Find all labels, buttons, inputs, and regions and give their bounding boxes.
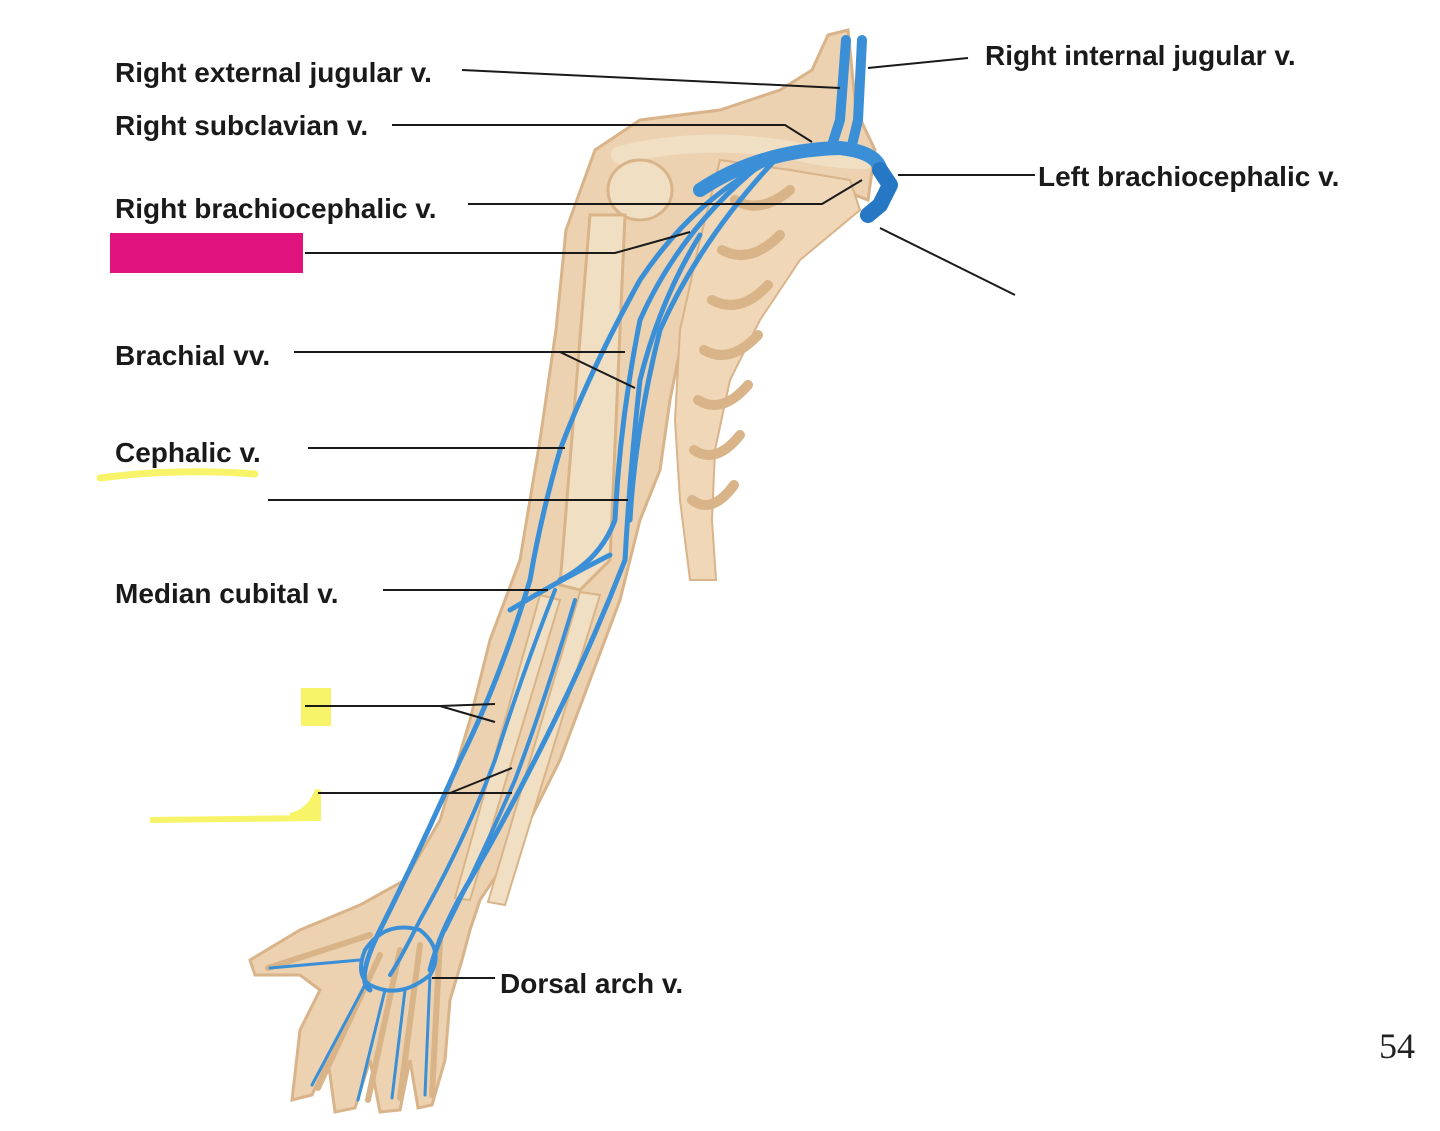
subclavian-vein [693, 141, 887, 197]
arm-illustration [248, 28, 877, 1114]
leader-redacted-yellow-1 [305, 703, 496, 723]
finger-bone [315, 952, 383, 1091]
rib [707, 280, 773, 310]
internal-jugular-vein [847, 35, 867, 150]
internal-jugular-vein [827, 35, 851, 150]
cephalic-vein [361, 149, 793, 993]
yellow-redaction-underline [149, 788, 321, 823]
radius [453, 593, 562, 902]
digital-vein [356, 988, 387, 1102]
labels: Right external jugular v. Right subclavi… [115, 40, 1339, 999]
leader-right-subclavian [392, 124, 813, 143]
clavicle [611, 134, 874, 169]
digital-vein [390, 988, 407, 1100]
brachial-vein [627, 157, 778, 523]
humerus-head [606, 158, 674, 222]
digital-vein [423, 973, 432, 1097]
leader-unlabeled-right [879, 227, 1016, 296]
rib [687, 480, 739, 510]
cephalic-underline-highlight [96, 468, 259, 482]
label-brachial: Brachial vv. [115, 340, 270, 371]
hand-bones [265, 932, 443, 1103]
forearm-vein [388, 588, 557, 977]
ribcage [673, 158, 862, 581]
leader-redacted-yellow-2 [318, 767, 513, 794]
finger-bone [397, 942, 423, 1101]
rib [693, 380, 753, 410]
rib [699, 330, 763, 360]
page-number: 54 [1379, 1026, 1415, 1066]
redactions [96, 233, 331, 823]
label-median-cubital: Median cubital v. [115, 578, 339, 609]
digital-vein [268, 958, 362, 970]
brachial-vein [557, 162, 763, 583]
dorsal-arch-vein [359, 925, 438, 993]
label-right-external-jugular: Right external jugular v. [115, 57, 432, 88]
digital-vein [310, 983, 367, 1087]
label-left-brachiocephalic: Left brachiocephalic v. [1038, 161, 1339, 192]
leader-brachial [294, 351, 636, 389]
magenta-redaction [110, 233, 303, 273]
label-cephalic: Cephalic v. [115, 437, 261, 468]
thumb-bone [265, 932, 373, 971]
label-right-internal-jugular: Right internal jugular v. [985, 40, 1296, 71]
rib [689, 430, 745, 460]
leader-redacted-magenta [305, 231, 691, 254]
label-right-brachiocephalic: Right brachiocephalic v. [115, 193, 437, 224]
leader-right-brachiocephalic [468, 179, 863, 205]
finger-bone [429, 937, 443, 1098]
left-brachiocephalic-vein [860, 162, 898, 223]
leader-lines [268, 57, 1035, 979]
leader-right-external-jugular [461, 69, 841, 89]
humerus [558, 213, 627, 592]
rib [717, 230, 785, 260]
label-dorsal-arch: Dorsal arch v. [500, 968, 683, 999]
finger-bone [365, 947, 403, 1103]
ulna [486, 590, 602, 907]
forearm-vein [443, 598, 577, 932]
median-cubital-vein [507, 552, 613, 613]
label-right-subclavian: Right subclavian v. [115, 110, 368, 141]
veins [268, 35, 898, 1102]
leader-right-internal-jugular [867, 57, 969, 69]
